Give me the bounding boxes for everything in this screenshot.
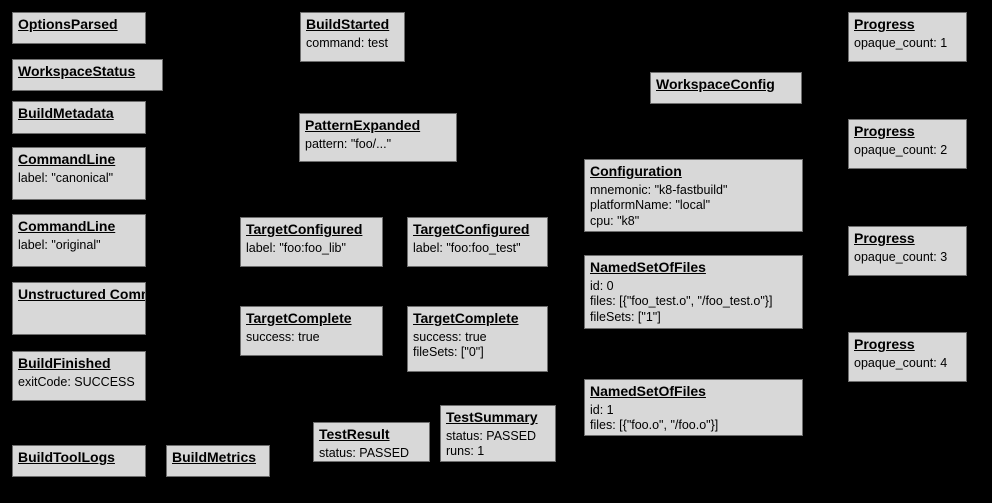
node-fields: opaque_count: 3	[854, 250, 961, 265]
node-field: mnemonic: "k8-fastbuild"	[590, 182, 728, 197]
node-target-configured-test[interactable]: TargetConfigured label: "foo:foo_test"	[407, 217, 548, 267]
node-command-line-canonical[interactable]: CommandLine label: "canonical"	[12, 147, 146, 200]
node-target-complete-test[interactable]: TargetComplete success: true fileSets: […	[407, 306, 548, 372]
node-field: platformName: "local"	[590, 198, 711, 213]
node-fields: opaque_count: 1	[854, 36, 961, 51]
node-title: CommandLine	[18, 218, 116, 234]
node-fields: label: "original"	[18, 238, 140, 253]
node-field: label: "foo:foo_test"	[413, 240, 521, 255]
node-title: Progress	[854, 123, 915, 139]
node-field: cpu: "k8"	[590, 213, 640, 228]
node-progress-3[interactable]: Progress opaque_count: 3	[848, 226, 967, 276]
node-named-set-of-files-0[interactable]: NamedSetOfFiles id: 0 files: [{"foo_test…	[584, 255, 803, 329]
node-title: Progress	[854, 16, 915, 32]
node-target-configured-lib[interactable]: TargetConfigured label: "foo:foo_lib"	[240, 217, 383, 267]
node-fields: status: PASSED runs: 1	[446, 429, 550, 460]
node-pattern-expanded[interactable]: PatternExpanded pattern: "foo/..."	[299, 113, 457, 162]
node-title: CommandLine	[18, 151, 116, 167]
node-title: BuildToolLogs	[18, 449, 115, 465]
node-test-result[interactable]: TestResult status: PASSED	[313, 422, 430, 462]
node-field: success: true	[413, 329, 487, 344]
node-fields: mnemonic: "k8-fastbuild" platformName: "…	[590, 183, 797, 229]
node-field: status: PASSED	[446, 428, 537, 443]
node-fields: id: 0 files: [{"foo_test.o", "/foo_test.…	[590, 279, 797, 325]
node-title: BuildMetrics	[172, 449, 257, 465]
node-title: Progress	[854, 336, 915, 352]
node-title: PatternExpanded	[305, 117, 421, 133]
node-fields: id: 1 files: [{"foo.o", "/foo.o"}]	[590, 403, 797, 434]
node-field: exitCode: SUCCESS	[18, 374, 135, 389]
node-title: TargetComplete	[413, 310, 519, 326]
node-title: Unstructured CommandLine	[18, 286, 145, 302]
node-progress-4[interactable]: Progress opaque_count: 4	[848, 332, 967, 382]
node-field: pattern: "foo/..."	[305, 136, 392, 151]
node-command-line-original[interactable]: CommandLine label: "original"	[12, 214, 146, 267]
node-field: opaque_count: 4	[854, 355, 948, 370]
node-target-complete-lib[interactable]: TargetComplete success: true	[240, 306, 383, 356]
node-title: TargetConfigured	[413, 221, 530, 237]
node-field: opaque_count: 2	[854, 142, 948, 157]
node-title: BuildFinished	[18, 355, 111, 371]
node-field: status: PASSED	[319, 445, 410, 460]
node-field: command: test	[306, 35, 388, 50]
node-field: files: [{"foo.o", "/foo.o"}]	[590, 418, 719, 433]
node-field: fileSets: ["0"]	[413, 345, 484, 360]
node-field: fileSets: ["1"]	[590, 309, 661, 324]
node-fields: label: "canonical"	[18, 171, 140, 186]
node-workspace-config[interactable]: WorkspaceConfig	[650, 72, 802, 104]
node-test-summary[interactable]: TestSummary status: PASSED runs: 1	[440, 405, 556, 462]
node-field: files: [{"foo_test.o", "/foo_test.o"}]	[590, 294, 773, 309]
node-options-parsed[interactable]: OptionsParsed	[12, 12, 146, 44]
node-build-metadata[interactable]: BuildMetadata	[12, 101, 146, 134]
node-title: NamedSetOfFiles	[590, 259, 706, 275]
node-unstructured-command-line[interactable]: Unstructured CommandLine	[12, 282, 146, 335]
node-title: BuildMetadata	[18, 105, 114, 121]
node-field: runs: 1	[446, 444, 485, 459]
node-fields: exitCode: SUCCESS	[18, 375, 140, 390]
node-fields: label: "foo:foo_test"	[413, 241, 542, 256]
node-build-started[interactable]: BuildStarted command: test	[300, 12, 405, 62]
node-title: NamedSetOfFiles	[590, 383, 706, 399]
node-field: label: "canonical"	[18, 170, 114, 185]
node-fields: label: "foo:foo_lib"	[246, 241, 377, 256]
node-fields: success: true fileSets: ["0"]	[413, 330, 542, 361]
node-title: TargetComplete	[246, 310, 352, 326]
node-fields: pattern: "foo/..."	[305, 137, 451, 152]
node-fields: status: PASSED	[319, 446, 424, 461]
node-fields: opaque_count: 4	[854, 356, 961, 371]
node-title: Progress	[854, 230, 915, 246]
node-title: WorkspaceConfig	[656, 76, 775, 92]
node-field: success: true	[246, 329, 320, 344]
node-title: TestSummary	[446, 409, 538, 425]
node-fields: opaque_count: 2	[854, 143, 961, 158]
node-title: WorkspaceStatus	[18, 63, 136, 79]
node-named-set-of-files-1[interactable]: NamedSetOfFiles id: 1 files: [{"foo.o", …	[584, 379, 803, 436]
node-title-wrap: Unstructured CommandLine	[18, 286, 145, 305]
node-progress-1[interactable]: Progress opaque_count: 1	[848, 12, 967, 62]
node-title: BuildStarted	[306, 16, 390, 32]
node-field: opaque_count: 1	[854, 35, 948, 50]
node-title: Configuration	[590, 163, 682, 179]
node-workspace-status[interactable]: WorkspaceStatus	[12, 59, 163, 91]
node-build-metrics[interactable]: BuildMetrics	[166, 445, 270, 477]
node-field: label: "original"	[18, 237, 101, 252]
node-field: id: 0	[590, 278, 614, 293]
node-title: TestResult	[319, 426, 390, 442]
node-field: opaque_count: 3	[854, 249, 948, 264]
node-configuration[interactable]: Configuration mnemonic: "k8-fastbuild" p…	[584, 159, 803, 232]
node-title: TargetConfigured	[246, 221, 363, 237]
node-fields: command: test	[306, 36, 399, 51]
node-progress-2[interactable]: Progress opaque_count: 2	[848, 119, 967, 169]
node-field: id: 1	[590, 402, 614, 417]
node-field: label: "foo:foo_lib"	[246, 240, 346, 255]
node-fields: success: true	[246, 330, 377, 345]
node-title: OptionsParsed	[18, 16, 118, 32]
node-build-finished[interactable]: BuildFinished exitCode: SUCCESS	[12, 351, 146, 401]
node-build-tool-logs[interactable]: BuildToolLogs	[12, 445, 146, 477]
